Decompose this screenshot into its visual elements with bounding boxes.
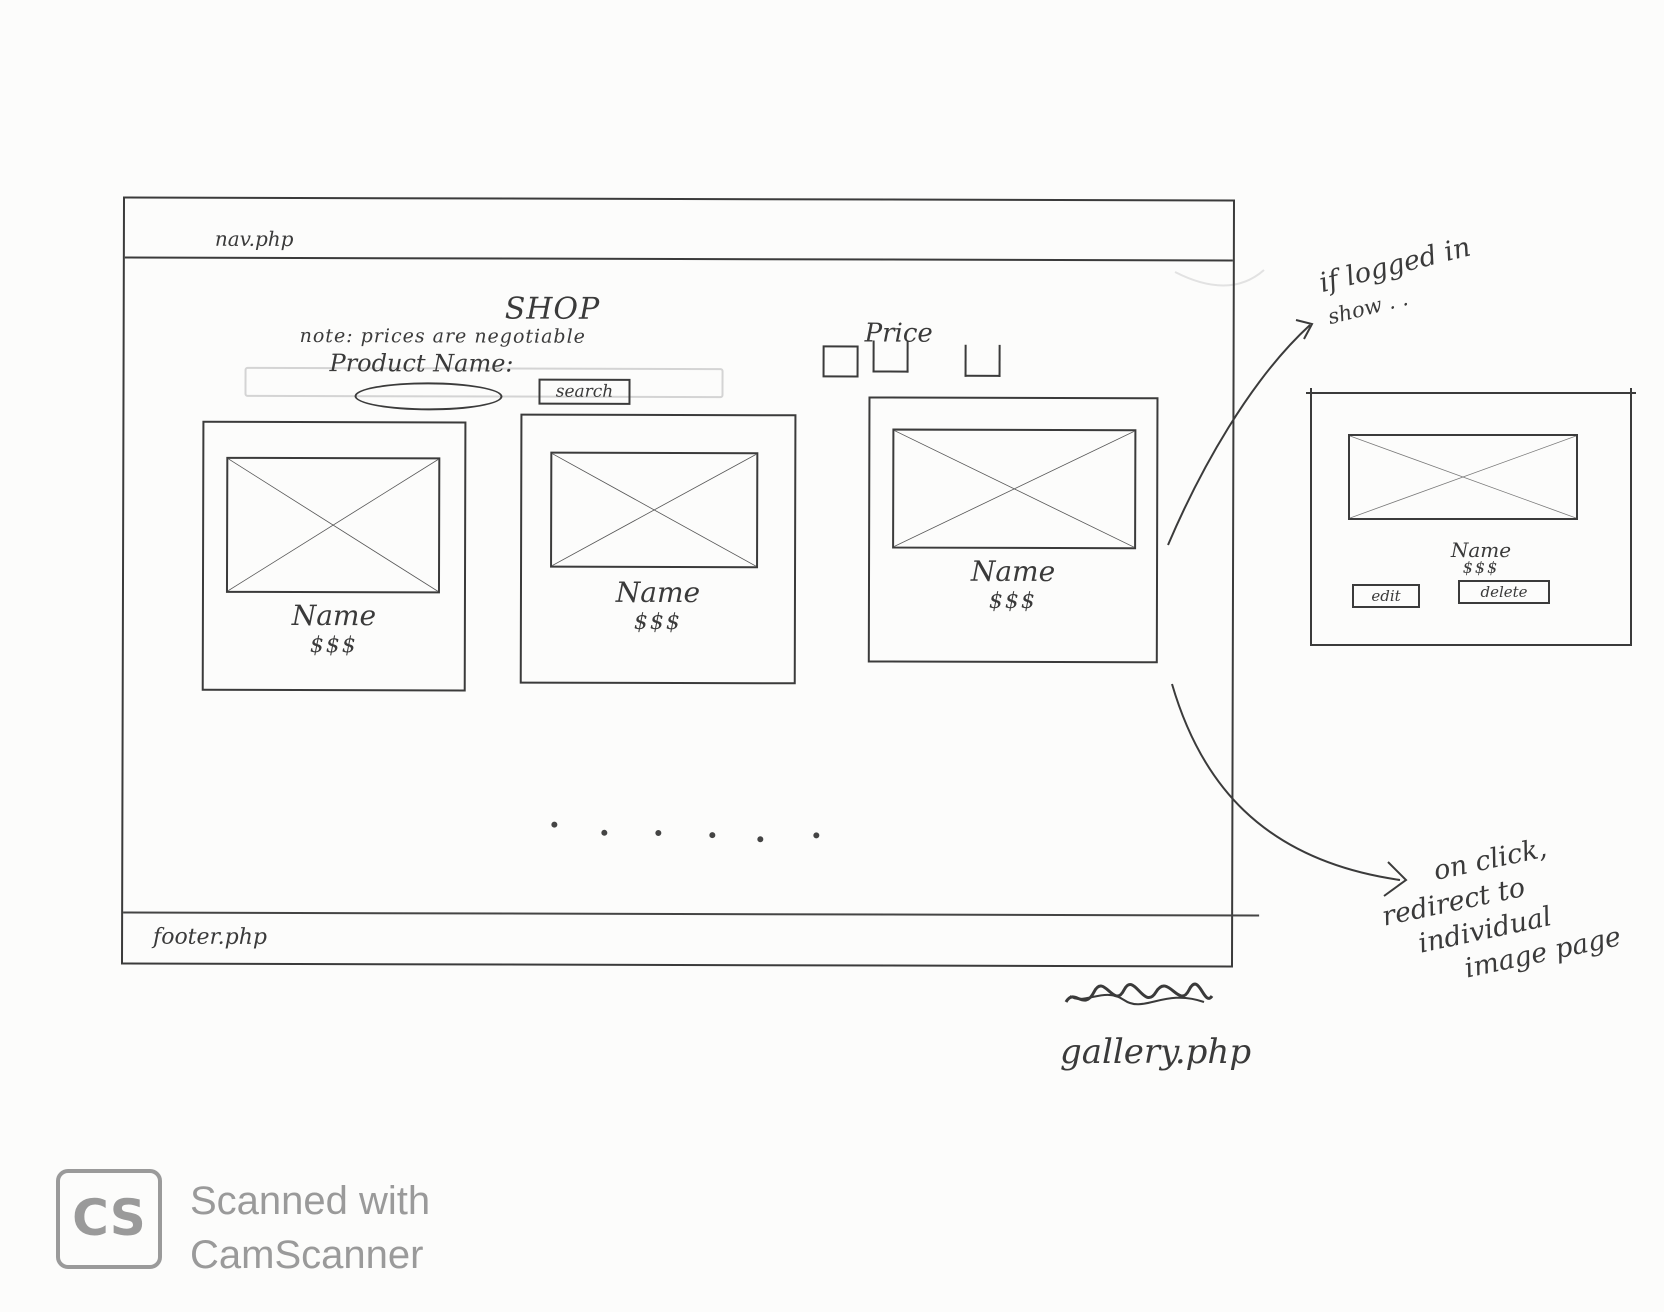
product-card[interactable]: Name $$$ [867,396,1159,664]
image-placeholder [550,451,759,569]
nav-divider [124,256,1233,262]
product-price: $$$ [309,633,358,659]
pagination-dot[interactable] [757,836,764,843]
product-name: Name [615,575,701,610]
edit-button[interactable]: edit [1352,584,1420,608]
pagination-dot[interactable] [813,832,820,839]
price-note: note: prices are negotiable [299,325,586,348]
product-price: $$$ [988,588,1037,614]
product-price: $$$ [633,609,682,636]
pagination-dot[interactable] [601,829,608,836]
arrowhead-logged-in [1295,319,1314,340]
product-name-label: Product Name: [329,349,514,378]
placeholder-cross-icon [1350,436,1576,518]
product-price: $$$ [1462,558,1500,577]
delete-button[interactable]: delete [1458,580,1550,604]
faint-stroke [1174,269,1265,287]
placeholder-cross-icon [552,454,756,567]
product-name: Name [1450,538,1512,562]
logged-in-card: Name $$$ edit delete [1310,388,1632,646]
page-title: SHOP [504,291,601,327]
product-card[interactable]: Name $$$ [519,413,797,685]
scribble-mark [1064,982,1214,1006]
pagination-dot[interactable] [551,821,558,828]
price-checkbox[interactable] [872,340,909,373]
arrow-to-logged-in [1167,324,1311,546]
footer-label: footer.php [153,924,268,950]
footer-divider [123,911,1260,917]
placeholder-cross-icon [228,459,438,592]
camscanner-logo-icon: CS [56,1169,162,1269]
image-placeholder [225,456,441,594]
product-name: Name [970,554,1056,588]
logged-in-card-top [1306,392,1636,394]
nav-label: nav.php [214,226,294,251]
pagination-dot[interactable] [709,832,716,839]
product-name: Name [291,598,377,633]
pagination-dot[interactable] [655,829,662,836]
search-button[interactable]: search [538,378,631,405]
image-placeholder [1348,434,1578,520]
arrowhead-click-note [1383,861,1408,897]
price-checkbox[interactable] [964,344,1001,377]
file-name-label: gallery.php [1060,1032,1252,1072]
watermark-text: Scanned with CamScanner [190,1179,431,1277]
product-name-input[interactable] [354,382,503,411]
arrow-to-click-note [1171,683,1401,881]
placeholder-cross-icon [894,431,1134,548]
product-card[interactable]: Name $$$ [201,420,467,692]
image-placeholder [892,428,1137,550]
gallery-page-frame: nav.php SHOP note: prices are negotiable… [120,196,1260,968]
price-checkbox[interactable] [822,345,859,378]
